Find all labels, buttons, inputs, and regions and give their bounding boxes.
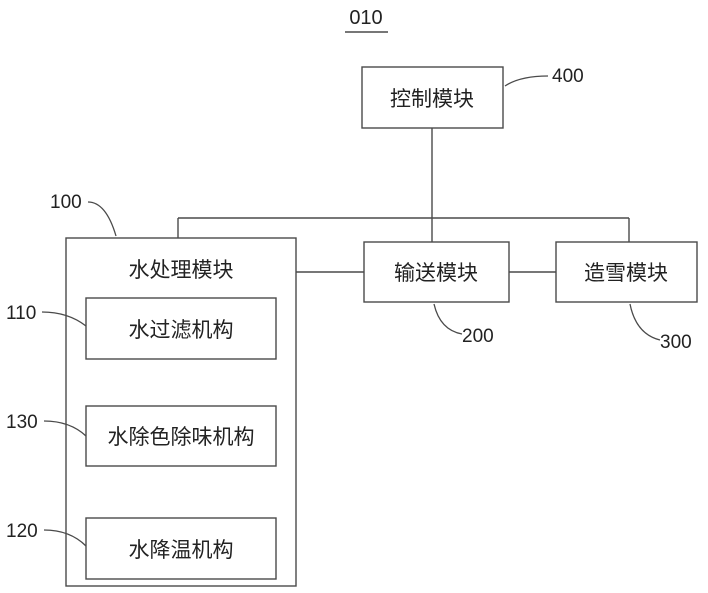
snowmaking-module-ref: 300 — [660, 332, 692, 353]
water-treatment-module-label: 水处理模块 — [129, 258, 234, 282]
snowmaking-module-label: 造雪模块 — [584, 261, 668, 285]
transport-module-box — [363, 241, 510, 303]
decolor-deodor-mechanism: 水除色除味机构 — [85, 405, 277, 467]
water-cooling-mechanism-leader — [43, 529, 87, 547]
control-module-ref: 400 — [552, 66, 584, 87]
transport-module-leader — [433, 303, 463, 335]
water-cooling-mechanism-ref: 120 — [6, 521, 38, 542]
control-module-box — [361, 66, 504, 129]
water-cooling-mechanism: 水降温机构 — [85, 517, 277, 580]
water-treatment-module-ref: 100 — [50, 192, 82, 213]
snowmaking-module-leader — [629, 303, 661, 341]
decolor-deodor-mechanism-label: 水除色除味机构 — [108, 425, 255, 449]
transport-module-ref: 200 — [462, 326, 494, 347]
water-filter-mechanism-leader — [41, 311, 87, 327]
water-filter-mechanism: 水过滤机构 — [85, 297, 277, 360]
snowmaking-module: 造雪模块 — [555, 241, 698, 303]
transport-module-label: 输送模块 — [394, 261, 478, 285]
figure-number: 010 — [349, 7, 382, 29]
control-module: 控制模块 — [361, 66, 504, 129]
water-filter-mechanism-ref: 110 — [6, 303, 36, 324]
control-module-leader — [504, 75, 549, 87]
water-cooling-mechanism-label: 水降温机构 — [129, 538, 234, 562]
snowmaking-module-box — [555, 241, 698, 303]
transport-module: 输送模块 — [363, 241, 510, 303]
water-cooling-mechanism-box — [85, 517, 277, 580]
decolor-deodor-mechanism-ref: 130 — [6, 412, 38, 433]
water-filter-mechanism-label: 水过滤机构 — [129, 318, 234, 342]
decolor-deodor-mechanism-leader — [43, 420, 87, 437]
water-filter-mechanism-box — [85, 297, 277, 360]
water-treatment-module-leader — [87, 201, 117, 237]
control-module-label: 控制模块 — [390, 87, 474, 111]
